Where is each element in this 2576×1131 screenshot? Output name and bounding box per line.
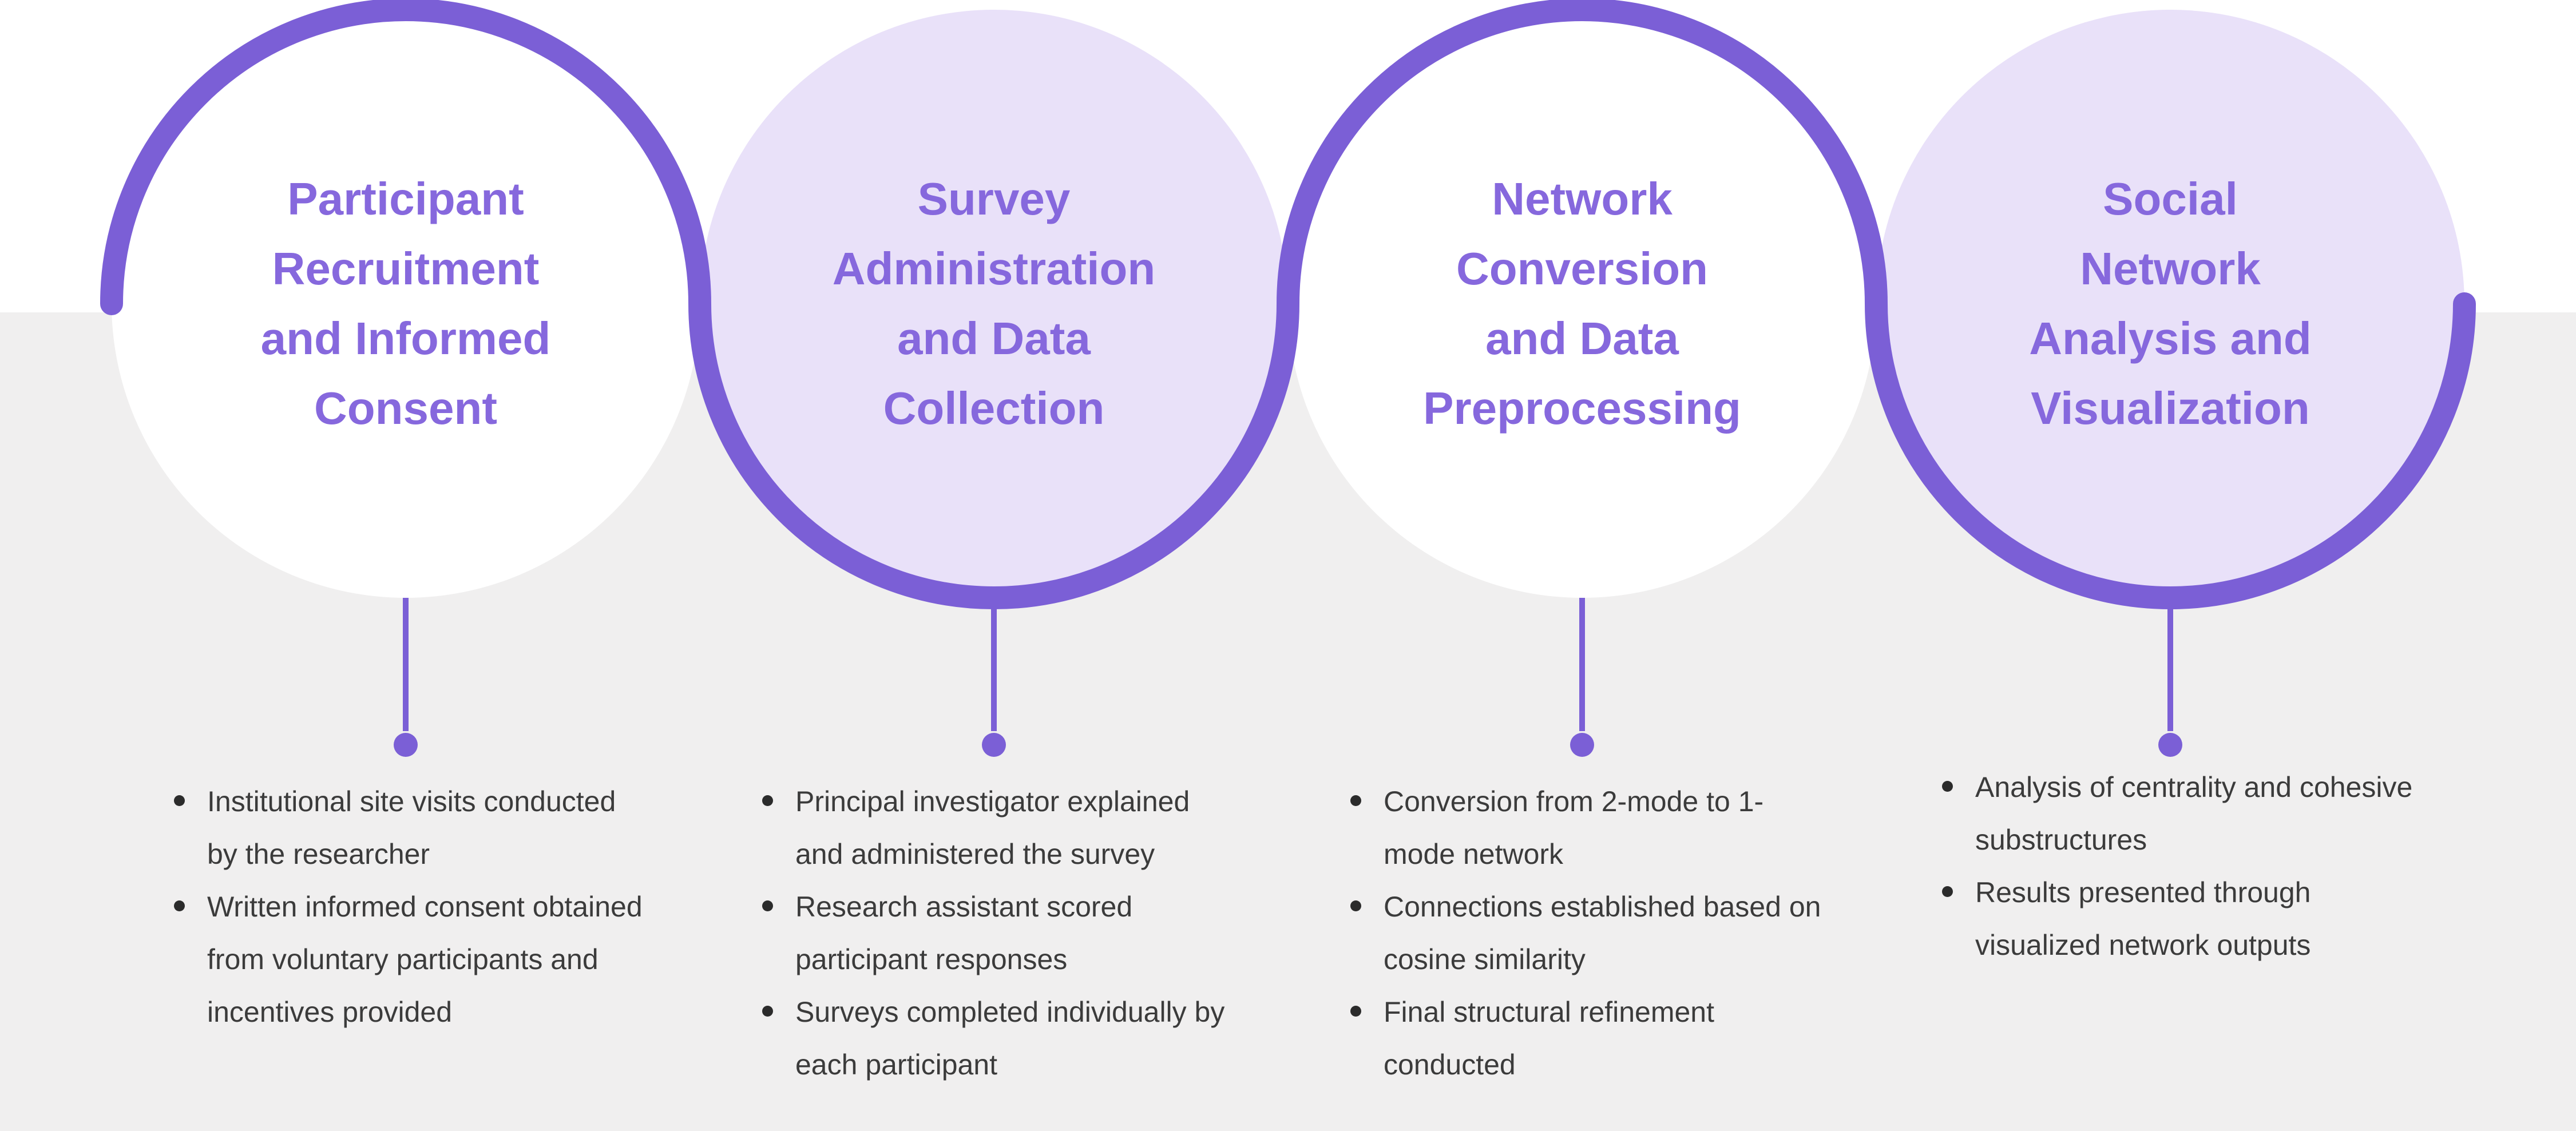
step3-circle <box>1288 10 1876 598</box>
step4-title-line: Social <box>2103 173 2238 224</box>
step2-title-line: Survey <box>917 173 1071 224</box>
step4-title-line: Network <box>2080 243 2261 294</box>
step2-circle <box>700 10 1288 598</box>
step2-title: Survey Administration and Data Collectio… <box>736 0 1251 608</box>
bullet-item: Institutional site visits conducted by t… <box>172 775 652 880</box>
step2-connector-dot <box>982 733 1006 757</box>
step4-connector-dot <box>2158 733 2182 757</box>
connector-wave <box>100 0 2476 609</box>
step3-title-line: Conversion <box>1456 243 1709 294</box>
step4-title: Social Network Analysis and Visualizatio… <box>1913 0 2428 608</box>
step2-title-line: Administration <box>832 243 1156 294</box>
step3-connector-dot <box>1570 733 1594 757</box>
bullet-item: Research assistant scored participant re… <box>760 880 1241 986</box>
step1-bullet-list: Institutional site visits conducted by t… <box>172 775 652 1038</box>
step3-title-line: Network <box>1492 173 1673 224</box>
step3-bullet-list: Conversion from 2-mode to 1-mode network… <box>1348 775 1829 1091</box>
step1-title-line: Participant <box>287 173 524 224</box>
step2-title-line: and Data <box>897 313 1091 364</box>
step1-title-line: and Informed <box>260 313 551 364</box>
step2-title-line: Collection <box>883 383 1105 434</box>
step4-bullet-list: Analysis of centrality and cohesive subs… <box>1940 761 2420 971</box>
bullet-item: Final structural refinement conducted <box>1348 986 1829 1091</box>
step1-title: Participant Recruitment and Informed Con… <box>148 0 663 608</box>
bullet-item: Surveys completed individually by each p… <box>760 986 1241 1091</box>
bullet-item: Results presented through visualized net… <box>1940 866 2420 971</box>
bullet-item: Conversion from 2-mode to 1-mode network <box>1348 775 1829 880</box>
step3-title-line: and Data <box>1485 313 1679 364</box>
step1-title-line: Consent <box>314 383 497 434</box>
step1-connector-dot <box>394 733 418 757</box>
bullet-item: Connections established based on cosine … <box>1348 880 1829 986</box>
step1-circle <box>112 10 700 598</box>
step4-circle <box>1876 10 2464 598</box>
bullet-item: Analysis of centrality and cohesive subs… <box>1940 761 2420 866</box>
step4-title-line: Visualization <box>2031 383 2310 434</box>
step4-title-line: Analysis and <box>2029 313 2312 364</box>
step3-title-line: Preprocessing <box>1423 383 1741 434</box>
step3-title: Network Conversion and Data Preprocessin… <box>1325 0 1840 608</box>
bullet-item: Principal investigator explained and adm… <box>760 775 1241 880</box>
bullet-item: Written informed consent obtained from v… <box>172 880 652 1038</box>
step2-bullet-list: Principal investigator explained and adm… <box>760 775 1241 1091</box>
step1-title-line: Recruitment <box>272 243 540 294</box>
